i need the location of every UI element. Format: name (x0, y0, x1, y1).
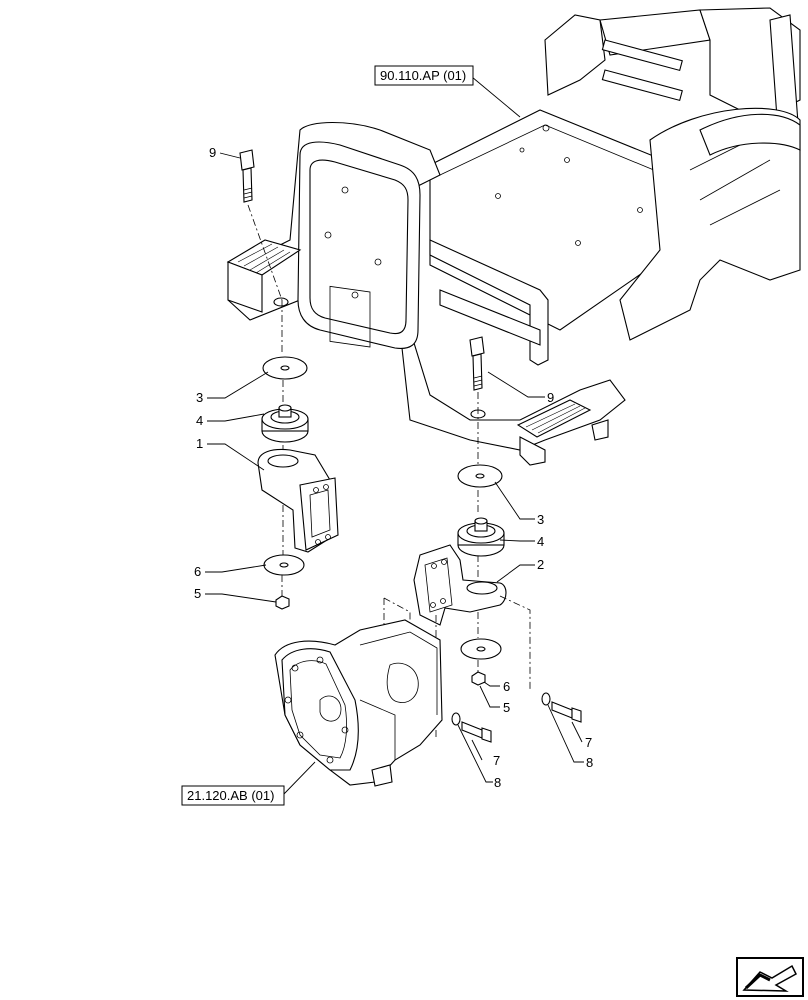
reference-label: 90.110.AP (01) (380, 68, 466, 83)
callout-7: 7 (493, 753, 500, 768)
washer-6-right (460, 638, 502, 660)
callout-9: 9 (209, 145, 216, 160)
axis-line (499, 595, 531, 690)
callout-8: 8 (586, 755, 593, 770)
washer-3-left (262, 356, 308, 380)
callout-4: 4 (196, 413, 203, 428)
callout-1: 1 (196, 436, 203, 451)
callout-8: 8 (494, 775, 501, 790)
bolt-7-right (541, 692, 582, 723)
callout-6: 6 (503, 679, 510, 694)
callout-3: 3 (537, 512, 544, 527)
reference-label: 21.120.AB (01) (187, 788, 274, 803)
transmission-housing (274, 619, 443, 787)
callout-3: 3 (196, 390, 203, 405)
nut-5-left (275, 595, 290, 610)
arrow-icon[interactable] (736, 957, 804, 997)
bolt-9-right (469, 336, 485, 391)
callout-5: 5 (503, 700, 510, 715)
bolt-7-left (451, 712, 492, 743)
callout-7: 7 (585, 735, 592, 750)
callout-4: 4 (537, 534, 544, 549)
reference-transmission[interactable]: 21.120.AB (01) (181, 785, 285, 806)
bolt-9-left (239, 149, 255, 203)
callout-2: 2 (537, 557, 544, 572)
callout-5: 5 (194, 586, 201, 601)
rubber-mount-4-left (261, 404, 309, 443)
washer-6-left (263, 554, 305, 576)
rubber-mount-4-right (457, 517, 505, 557)
reference-cab-frame[interactable]: 90.110.AP (01) (374, 65, 474, 86)
bracket-1 (257, 448, 339, 553)
nut-5-right (471, 671, 486, 686)
callout-6: 6 (194, 564, 201, 579)
leader-lines (205, 76, 584, 796)
washer-3-right (457, 464, 503, 488)
axis-line (247, 204, 283, 301)
cab-frame (226, 7, 801, 466)
bracket-2 (413, 544, 507, 626)
callout-9: 9 (547, 390, 554, 405)
